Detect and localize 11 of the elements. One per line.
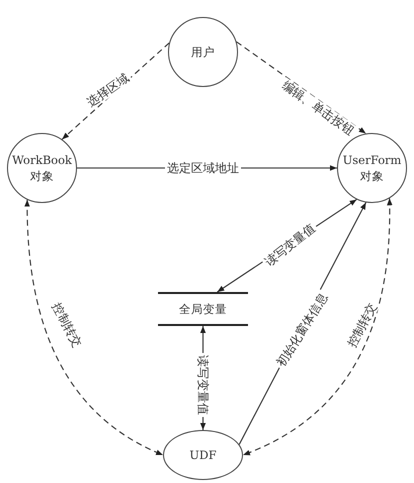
- node-label: WorkBook 对象: [11, 152, 73, 184]
- process-circle: [163, 430, 243, 480]
- node-label: 全局变量: [179, 301, 227, 317]
- node-label: UserForm 对象: [342, 152, 402, 184]
- edge-label: 选定区域地址: [165, 161, 241, 175]
- edge-label: 初始化窗体信息: [272, 288, 332, 372]
- node-label: UDF: [190, 447, 216, 463]
- arrow: [24, 200, 164, 456]
- node-label: 用户: [191, 44, 215, 60]
- edge-label: 读写变量值: [196, 353, 210, 417]
- arrow: [242, 198, 392, 456]
